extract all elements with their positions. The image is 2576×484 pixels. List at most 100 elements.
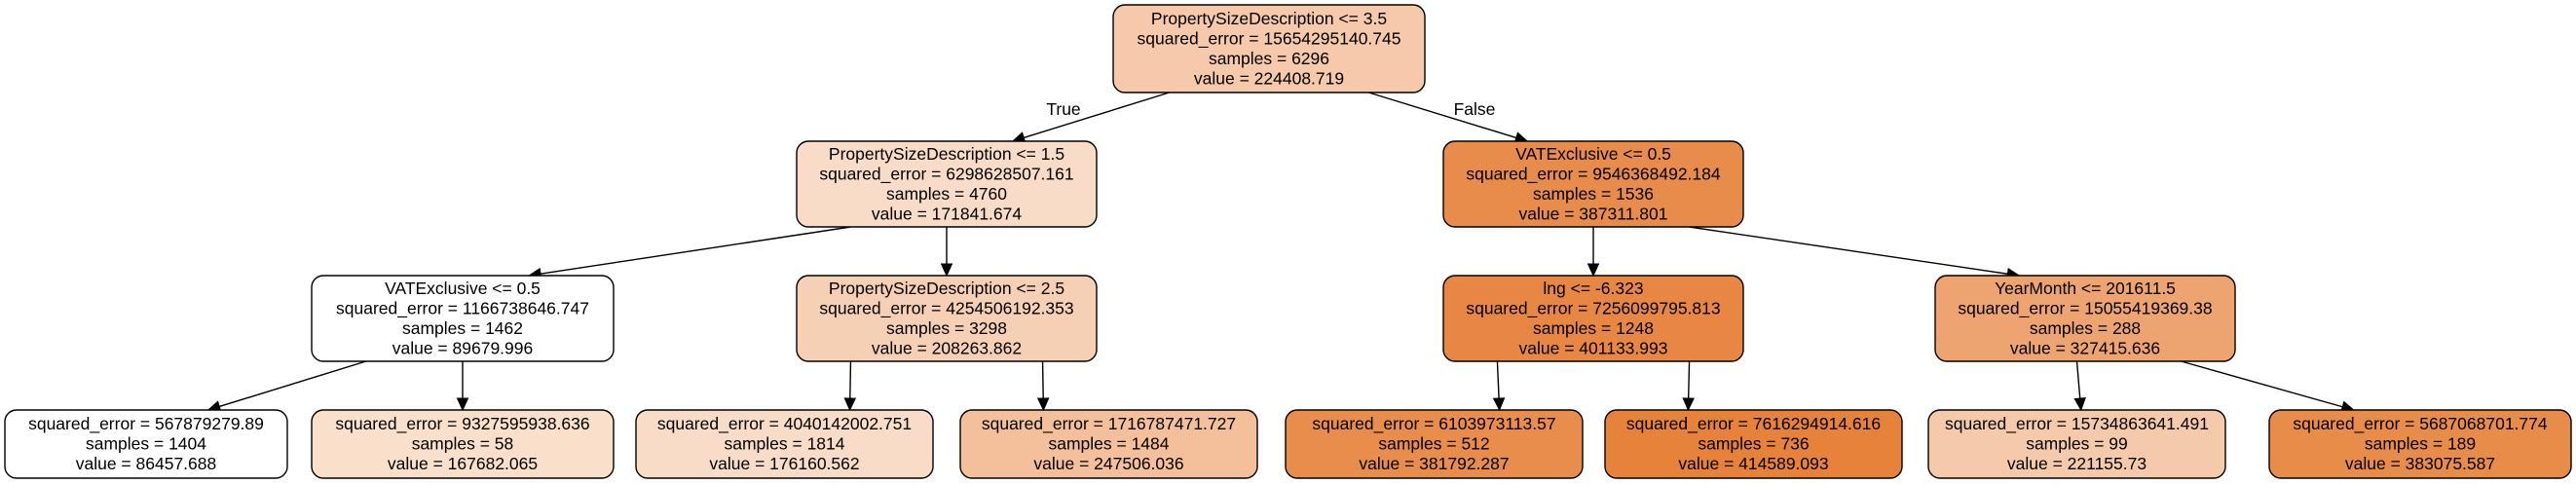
- node-text-line: value = 401133.993: [1519, 338, 1668, 357]
- edge-n3-n8: [456, 361, 469, 412]
- node-text-line: value = 247506.036: [1033, 454, 1183, 473]
- arrowhead-icon: [1587, 263, 1600, 278]
- node-box: [635, 409, 934, 479]
- arrowhead-icon: [456, 397, 469, 412]
- node-text-line: PropertySizeDescription <= 2.5: [829, 279, 1064, 298]
- edge-n3-n7: [206, 360, 367, 413]
- node-box: [2268, 409, 2572, 479]
- node-text-line: samples = 99: [2026, 434, 2128, 454]
- edge-n4-n9: [843, 360, 857, 412]
- node-text-line: samples = 3298: [886, 318, 1007, 338]
- edge-n5-n11: [1492, 360, 1506, 412]
- edge-line: [1041, 360, 1044, 399]
- node-box: [1934, 275, 2236, 362]
- edge-n2-n5: [1587, 227, 1600, 278]
- node-box: [311, 275, 615, 362]
- node-text-line: samples = 189: [2365, 434, 2476, 454]
- node-text-line: YearMonth <= 201611.5: [1995, 279, 2176, 298]
- edge-n0-n1: True: [1011, 92, 1170, 144]
- node-box: [959, 409, 1258, 479]
- node-text-line: samples = 1462: [402, 318, 523, 338]
- node-box: [4, 409, 288, 479]
- node-text-line: squared_error = 15654295140.745: [1138, 28, 1401, 49]
- node-text-line: squared_error = 1166738646.747: [336, 298, 589, 318]
- edge-n1-n4: [940, 227, 953, 278]
- arrowhead-icon: [940, 263, 953, 278]
- node-text-line: squared_error = 9546368492.184: [1466, 164, 1721, 184]
- edge-line: [1687, 360, 1691, 399]
- node-box: [311, 409, 615, 479]
- node-box: [1442, 140, 1744, 228]
- node-text-line: squared_error = 6298628507.161: [819, 164, 1073, 184]
- node-text-line: squared_error = 9327595938.636: [335, 414, 589, 434]
- nodes-layer: PropertySizeDescription <= 3.5squared_er…: [4, 4, 2572, 479]
- node-text-line: squared_error = 4254506192.353: [819, 298, 1073, 318]
- node-text-line: squared_error = 1716787471.727: [982, 414, 1236, 434]
- edge-line: [2075, 360, 2081, 399]
- node-text-line: value = 89679.996: [392, 338, 534, 357]
- node-text-line: value = 176160.562: [709, 454, 859, 473]
- edge-line: [2181, 360, 2343, 408]
- node-text-line: value = 381792.287: [1359, 454, 1509, 473]
- node-text-line: PropertySizeDescription <= 1.5: [829, 144, 1064, 164]
- arrowhead-icon: [2073, 397, 2086, 412]
- node-text-line: samples = 1536: [1533, 184, 1654, 204]
- node-text-line: samples = 4760: [886, 184, 1007, 204]
- edge-label: False: [1454, 99, 1496, 119]
- node-text-line: value = 224408.719: [1194, 68, 1344, 88]
- node-text-line: value = 221155.73: [2007, 454, 2147, 473]
- node-box: [1112, 4, 1426, 93]
- node-text-line: samples = 6296: [1209, 49, 1329, 68]
- edge-line: [540, 226, 851, 275]
- node-text-line: samples = 288: [2030, 318, 2141, 338]
- edge-n2-n6: [1689, 226, 2021, 280]
- node-text-line: samples = 58: [412, 434, 514, 454]
- node-box: [1604, 409, 1903, 479]
- edge-n4-n10: [1036, 360, 1050, 412]
- edge-line: [1368, 92, 1516, 139]
- node-text-line: value = 414589.093: [1678, 454, 1828, 473]
- node-text-line: lng <= -6.323: [1543, 279, 1643, 298]
- node-text-line: samples = 736: [1698, 434, 1809, 454]
- node-text-line: value = 327415.636: [2010, 338, 2160, 357]
- node-text-line: squared_error = 4040142002.751: [657, 414, 912, 434]
- node-text-line: value = 387311.801: [1519, 204, 1668, 223]
- edge-line: [219, 360, 367, 408]
- node-text-line: squared_error = 15734863641.491: [1945, 414, 2209, 434]
- node-text-line: samples = 1814: [724, 434, 844, 454]
- node-box: [796, 140, 1098, 228]
- node-text-line: value = 208263.862: [872, 338, 1022, 357]
- node-box: [1927, 409, 2226, 479]
- tree-node-n4: PropertySizeDescription <= 2.5squared_er…: [796, 275, 1098, 362]
- node-text-line: squared_error = 7256099795.813: [1466, 298, 1720, 318]
- node-text-line: VATExclusive <= 0.5: [1515, 144, 1671, 164]
- edge-n6-n14: [2181, 360, 2355, 413]
- node-box: [1285, 409, 1584, 479]
- node-text-line: squared_error = 15055419369.38: [1958, 298, 2212, 318]
- edge-n1-n3: [528, 226, 851, 280]
- arrowhead-icon: [1492, 397, 1506, 412]
- node-text-line: VATExclusive <= 0.5: [385, 279, 541, 298]
- edge-line: [1024, 92, 1170, 139]
- edge-n6-n13: [2073, 360, 2086, 412]
- node-text-line: samples = 1248: [1533, 318, 1654, 338]
- edges-layer: True False: [206, 92, 2355, 413]
- node-text-line: value = 86457.688: [76, 454, 217, 473]
- node-text-line: value = 171841.674: [872, 204, 1023, 223]
- node-text-line: squared_error = 567879279.89: [28, 414, 264, 434]
- node-text-line: samples = 512: [1378, 434, 1489, 454]
- node-text-line: PropertySizeDescription <= 3.5: [1151, 9, 1387, 28]
- node-text-line: squared_error = 5687068701.774: [2293, 414, 2548, 434]
- node-text-line: samples = 1404: [86, 434, 206, 454]
- edge-line: [1496, 360, 1500, 399]
- edge-n5-n12: [1682, 360, 1695, 412]
